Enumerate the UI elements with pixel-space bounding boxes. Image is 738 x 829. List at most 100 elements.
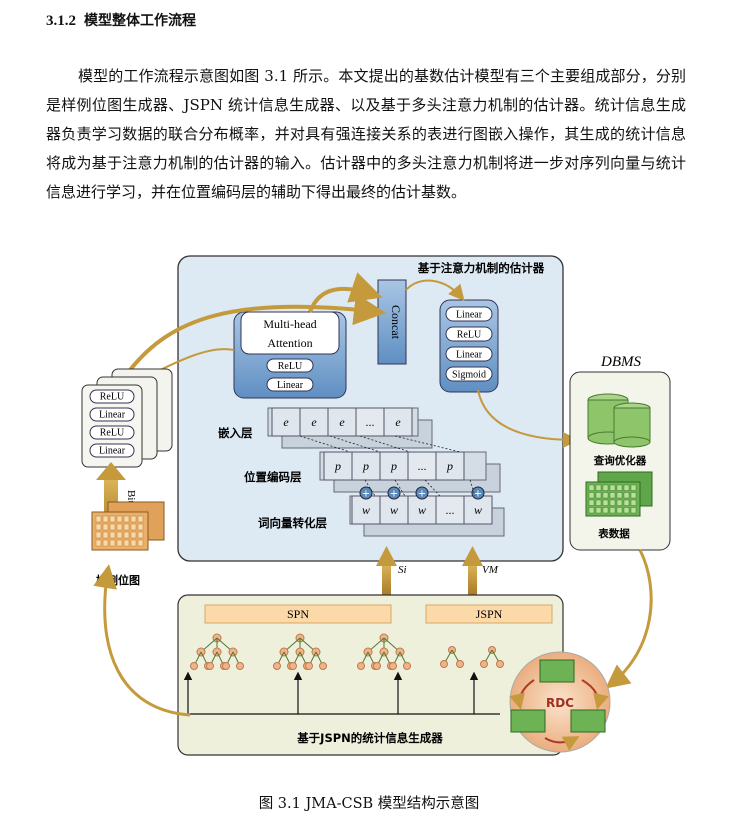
table-cell <box>616 499 623 506</box>
left-stack-layer-3-box <box>89 443 135 458</box>
word-plus-icon-2 <box>415 486 429 500</box>
table-cell <box>602 484 609 491</box>
head-layer-2: Linear <box>456 350 483 361</box>
word-label: 词向量转化层 <box>258 516 327 530</box>
word-cell-label-0: w <box>362 503 370 517</box>
jspn-label: JSPN <box>476 607 503 621</box>
vm-arrow-head <box>462 546 483 566</box>
table-cell <box>609 499 616 506</box>
section-title: 模型整体工作流程 <box>84 13 196 29</box>
table-data-icon <box>585 471 653 517</box>
sample-bitmap-label: 样例位图 <box>96 573 140 587</box>
word-plus-sign-1: + <box>390 489 398 500</box>
word-cell-label-4: w <box>474 503 482 517</box>
head-layer-1-box <box>445 326 493 342</box>
bitmap-cell <box>95 539 102 547</box>
table-cell <box>630 499 637 506</box>
pos-cell-label-1: p <box>362 459 369 473</box>
attention-relu: ReLU <box>278 361 303 372</box>
head-layer-0-box <box>445 306 493 322</box>
jspn-tree-1 <box>440 646 464 668</box>
bitmap-cell <box>137 531 144 539</box>
spn-tree-2 <box>273 633 327 670</box>
left-stack-layer-2: ReLU <box>100 428 125 439</box>
left-stack-layer-0-box <box>89 389 135 404</box>
word-plus-sign-2: + <box>418 489 426 500</box>
rdc-tables <box>510 659 606 733</box>
pos-cell-label-3: ... <box>418 459 427 473</box>
bitmap-cell <box>123 539 130 547</box>
table-cell <box>609 492 616 499</box>
pos-cell-label-0: p <box>334 459 341 473</box>
table-cell <box>602 507 609 514</box>
left-stack-layer-0: ReLU <box>100 392 125 403</box>
bitmap-cell <box>95 523 102 531</box>
concat-label: Concat <box>389 305 403 340</box>
pos-cell-label-2: p <box>390 459 397 473</box>
query-optimizer-label: 查询优化器 <box>593 454 647 467</box>
table-cell <box>630 484 637 491</box>
bitmap-cell <box>123 531 130 539</box>
spn-label: SPN <box>287 607 309 621</box>
head-layer-3-box <box>445 366 493 382</box>
head-layer-1: ReLU <box>457 330 482 341</box>
figure-caption: 图 3.1 JMA-CSB 模型结构示意图 <box>258 796 480 812</box>
bitmap-cell <box>137 515 144 523</box>
word-cell-label-2: w <box>418 503 426 517</box>
bitmap-cell <box>137 539 144 547</box>
bitmap-cell <box>130 523 137 531</box>
word-plus-icon-0 <box>359 486 373 500</box>
bitmap-cell <box>95 515 102 523</box>
bitmap-to-concat-arrow <box>128 293 386 372</box>
table-cell <box>609 507 616 514</box>
rdc-cycle-arrows <box>509 679 609 751</box>
bitmap-cell <box>130 515 137 523</box>
table-cell <box>595 507 602 514</box>
bitmap-cell <box>109 515 116 523</box>
bitmap-cell <box>130 531 137 539</box>
si-arrow-shaft <box>382 562 391 602</box>
table-cell <box>630 492 637 499</box>
attention-to-concat-arrow <box>308 272 383 313</box>
attention-linear-box <box>266 377 314 392</box>
rdc-label: RDC <box>546 696 574 710</box>
embed-cell-4 <box>383 407 413 437</box>
word-plus-sign-0: + <box>362 489 370 500</box>
bitmap-cell <box>130 539 137 547</box>
attention-line2: Attention <box>267 336 312 350</box>
word-cell-0 <box>351 495 381 525</box>
bitmap-cell <box>137 523 144 531</box>
table-cell <box>588 484 595 491</box>
bitmap-cell <box>116 515 123 523</box>
embed-cell-label-0: e <box>283 415 289 429</box>
pos-cell-label-4: p <box>446 459 453 473</box>
embed-cell-label-1: e <box>311 415 317 429</box>
table-cell <box>623 499 630 506</box>
bitmap-cell <box>123 515 130 523</box>
pos-layer: p p p... p <box>319 451 501 493</box>
head-layer-2-box <box>445 346 493 362</box>
attention-relu-box <box>266 358 314 373</box>
model-figure: 基于注意力机制的估计器 Multi-head Attention ReLU Li… <box>81 255 671 756</box>
attention-linear: Linear <box>277 380 304 391</box>
word-cell-4 <box>463 495 493 525</box>
word-plus-icon-1 <box>387 486 401 500</box>
bitmap-cell <box>102 531 109 539</box>
table-cell <box>616 484 623 491</box>
dbms-to-rdc-arrow <box>605 549 653 689</box>
jspn-bar <box>425 604 553 624</box>
table-cell <box>602 492 609 499</box>
table-data-label: 表数据 <box>597 527 630 540</box>
table-cell <box>609 484 616 491</box>
spn-bar <box>204 604 392 624</box>
head-to-dbms-arrow <box>477 389 579 448</box>
pos-cell-0 <box>323 451 353 481</box>
estimator-title: 基于注意力机制的估计器 <box>417 261 545 275</box>
left-stack-layer-2-box <box>89 425 135 440</box>
embed-cell-2 <box>327 407 357 437</box>
left-stack-layer-1-box <box>89 407 135 422</box>
embed-cell-label-3: ... <box>366 415 375 429</box>
pos-cell-1 <box>351 451 381 481</box>
attention-line1: Multi-head <box>263 317 316 331</box>
